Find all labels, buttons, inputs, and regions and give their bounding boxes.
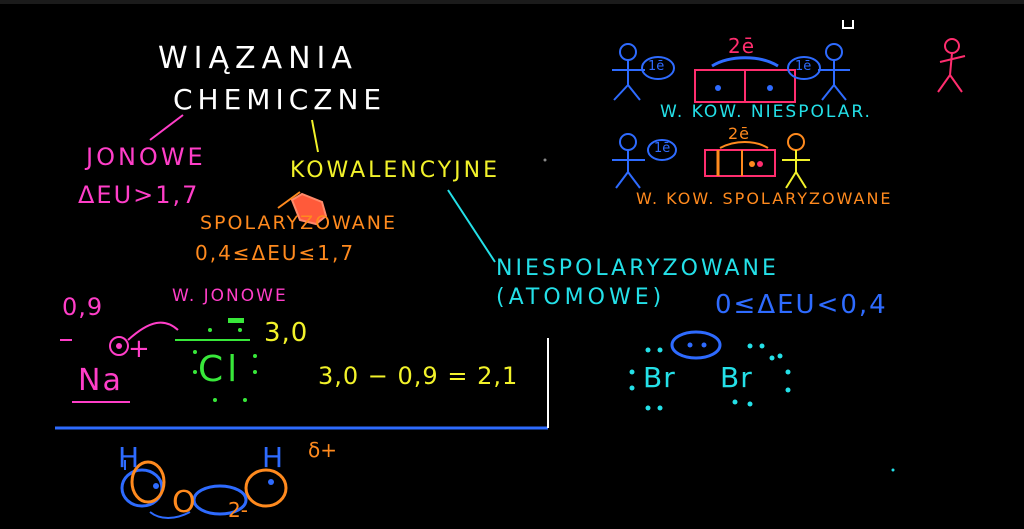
cl-electronegativity: 3,0 [264,318,309,348]
water-o-pair [192,484,248,516]
line-to-covalent [311,119,319,153]
water-delta-minus: 2- [228,498,248,522]
nonpolar-diagram [612,43,850,103]
polar-condition: 0,4≤ΔEU≤1,7 [195,241,356,265]
nonpolar-label: NIESPOLARYZOWANE [496,256,779,281]
line-to-ionic [149,114,184,141]
nonpolar-sublabel: (ATOMOWE) [496,285,666,310]
line-to-polar [277,191,301,209]
title-line-2: CHEMICZNE [173,83,387,116]
ionic-bond-label: W. JONOWE [172,286,288,306]
polar-electron-label: 1ē [654,141,671,156]
covalent-label: KOWALENCYJNE [290,158,501,183]
ionic-label: JONOWE [86,143,206,171]
na-symbol: Na [78,363,123,398]
na-electron-circle [109,336,129,356]
pink-stick-figure [937,38,966,93]
polar-diagram [612,133,810,189]
shared-pair-label: 2ē [728,34,756,58]
water-h1: H [118,441,140,474]
polar-bond-label: W. KOW. SPOLARYZOWANE [636,189,893,208]
electron-label-right: 1ē [795,59,812,74]
title-line-1: WIĄZANIA [158,41,358,76]
nonpolar-bond-label: W. KOW. NIESPOLAR. [660,102,872,122]
nonpolar-condition: 0≤ΔEU<0,4 [715,290,888,320]
water-h2: H [262,441,284,474]
water-delta-plus: δ+ [308,438,337,462]
window-top-edge [0,0,1024,4]
polar-pair-label: 2ē [728,124,751,143]
hand-cursor-icon [290,192,328,226]
br-shared-pair [670,330,722,360]
ionic-condition: ΔEU>1,7 [78,181,200,209]
cl-minus-mark [228,318,244,323]
water-oxygen: O [172,485,196,520]
ionic-arrow [127,321,179,341]
en-difference-calc: 3,0 − 0,9 = 2,1 [318,362,519,390]
na-electron-dot [116,343,122,349]
cl-electron-dots [193,328,257,402]
br-atom-1: Br [643,361,676,394]
water-h1-orbit-2 [130,460,166,504]
na-electronegativity: 0,9 [62,293,104,321]
polar-label: SPOLARYZOWANE [200,212,398,234]
water-h2-orbit [244,468,288,508]
line-to-nonpolar [447,189,496,263]
br-electron-dots [629,343,791,411]
electron-label-left: 1ē [648,59,665,74]
br-atom-2: Br [720,361,753,394]
cl-symbol: Cl [198,349,242,390]
na-plus: + [128,334,150,364]
